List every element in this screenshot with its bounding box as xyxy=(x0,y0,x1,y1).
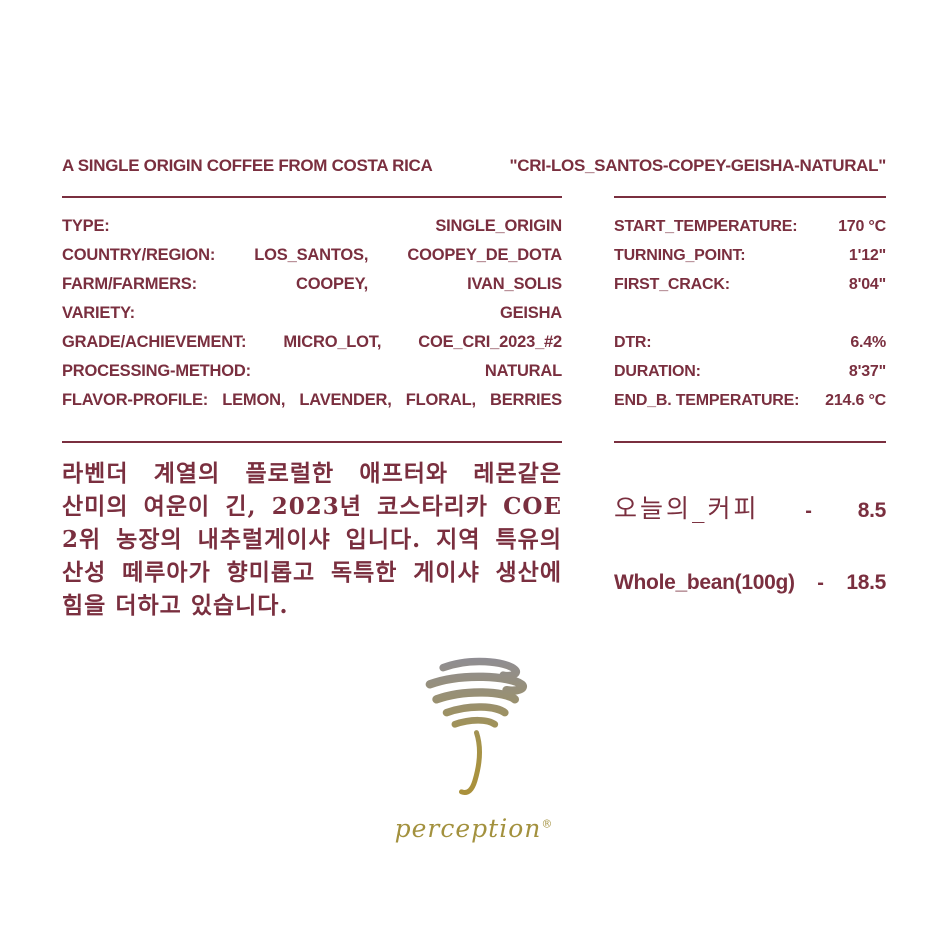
header: A SINGLE ORIGIN COFFEE FROM COSTA RICA "… xyxy=(62,156,886,176)
roast-row-end-temp: END_B. TEMPERATURE: 214.6 °C xyxy=(614,386,886,415)
roast-value: 8'04" xyxy=(848,276,886,293)
roast-row-dtr: DTR: 6.4% xyxy=(614,328,886,357)
spec-value: IVAN_SOLIS xyxy=(467,275,562,293)
divider-bottom-right xyxy=(614,441,886,443)
price-column: 오늘의_커피 - 8.5 Whole_bean(100g) - 18.5 xyxy=(614,441,886,622)
roast-value: 1'12" xyxy=(848,247,886,264)
roast-value: 8'37" xyxy=(848,363,886,380)
spec-value: COE_CRI_2023_#2 xyxy=(418,333,562,351)
roast-column-right: START_TEMPERATURE: 170 °C TURNING_POINT:… xyxy=(614,196,886,415)
spec-label: VARIETY: xyxy=(62,304,135,322)
spec-value: LOS_SANTOS, xyxy=(254,246,369,264)
spec-row-country: COUNTRY/REGION: LOS_SANTOS, COOPEY_DE_DO… xyxy=(62,241,562,270)
spec-row-variety: VARIETY: GEISHA xyxy=(62,299,562,328)
roast-label: DURATION: xyxy=(614,363,701,380)
roast-label: FIRST_CRACK: xyxy=(614,276,730,293)
price-value: 8.5 xyxy=(857,499,887,522)
roast-row-turning-point: TURNING_POINT: 1'12" xyxy=(614,241,886,270)
roast-label: TURNING_POINT: xyxy=(614,247,746,264)
roast-label: END_B. TEMPERATURE: xyxy=(614,392,800,409)
tornado-swirl-icon xyxy=(425,657,527,795)
spec-label: TYPE: xyxy=(62,217,110,235)
price-row-todays-coffee: 오늘의_커피 - 8.5 xyxy=(614,489,886,525)
spec-label: GRADE/ACHIEVEMENT: xyxy=(62,333,247,351)
spec-value: LAVENDER, xyxy=(299,391,392,409)
spec-value: NATURAL xyxy=(484,362,562,380)
spec-row-processing: PROCESSING-METHOD: NATURAL xyxy=(62,357,562,386)
spec-value: COOPEY, xyxy=(296,275,368,293)
spec-value: LEMON, xyxy=(222,391,286,409)
price-dash: - xyxy=(817,572,824,594)
spec-value: GEISHA xyxy=(499,304,562,322)
price-row-whole-bean: Whole_bean(100g) - 18.5 xyxy=(614,571,886,595)
roast-row-duration: DURATION: 8'37" xyxy=(614,357,886,386)
roast-value: 6.4% xyxy=(850,334,886,351)
tasting-description: 라벤더 계열의 플로럴한 애프터와 레몬같은 산미의 여운이 긴, 2023년 … xyxy=(62,460,562,619)
spec-label: FARM/FARMERS: xyxy=(62,275,197,293)
price-dash: - xyxy=(805,500,812,522)
description-section: 라벤더 계열의 플로럴한 애프터와 레몬같은 산미의 여운이 긴, 2023년 … xyxy=(62,441,886,622)
spec-label: COUNTRY/REGION: xyxy=(62,246,216,264)
brand-logo: perception® xyxy=(62,656,886,843)
divider-bottom-left xyxy=(62,441,562,443)
price-value: 18.5 xyxy=(846,571,886,594)
price-name: 오늘의_커피 xyxy=(614,494,760,523)
divider-top-right xyxy=(614,196,886,198)
brand-name: perception xyxy=(394,814,542,843)
spec-value: SINGLE_ORIGIN xyxy=(435,217,562,235)
spec-row-farm: FARM/FARMERS: COOPEY, IVAN_SOLIS xyxy=(62,270,562,299)
spec-row-grade: GRADE/ACHIEVEMENT: MICRO_LOT, COE_CRI_20… xyxy=(62,328,562,357)
origin-title: A SINGLE ORIGIN COFFEE FROM COSTA RICA xyxy=(62,156,433,175)
spec-value: COOPEY_DE_DOTA xyxy=(407,246,562,264)
roast-row-first-crack: FIRST_CRACK: 8'04" xyxy=(614,270,886,299)
roast-row-start-temp: START_TEMPERATURE: 170 °C xyxy=(614,212,886,241)
spec-row-type: TYPE: SINGLE_ORIGIN xyxy=(62,212,562,241)
brand-wordmark: perception® xyxy=(62,814,886,843)
roast-value: 170 °C xyxy=(838,218,886,235)
description-column: 라벤더 계열의 플로럴한 애프터와 레몬같은 산미의 여운이 긴, 2023년 … xyxy=(62,441,562,622)
spec-value: MICRO_LOT, xyxy=(283,333,382,351)
price-name: Whole_bean(100g) xyxy=(614,571,795,594)
roast-value: 214.6 °C xyxy=(825,392,886,409)
registered-mark: ® xyxy=(541,817,554,831)
spec-value: FLORAL, xyxy=(405,391,476,409)
spec-label: PROCESSING-METHOD: xyxy=(62,362,251,380)
spec-section: TYPE: SINGLE_ORIGIN COUNTRY/REGION: LOS_… xyxy=(62,196,886,415)
roast-label: DTR: xyxy=(614,334,652,351)
spec-value: BERRIES xyxy=(490,391,562,409)
lot-code-title: "CRI-LOS_SANTOS-COPEY-GEISHA-NATURAL" xyxy=(509,156,886,175)
spec-column-left: TYPE: SINGLE_ORIGIN COUNTRY/REGION: LOS_… xyxy=(62,196,562,415)
spec-label: FLAVOR-PROFILE: xyxy=(62,391,209,409)
spec-row-flavor: FLAVOR-PROFILE: LEMON, LAVENDER, FLORAL,… xyxy=(62,386,562,415)
roast-label: START_TEMPERATURE: xyxy=(614,218,798,235)
divider-top-left xyxy=(62,196,562,198)
